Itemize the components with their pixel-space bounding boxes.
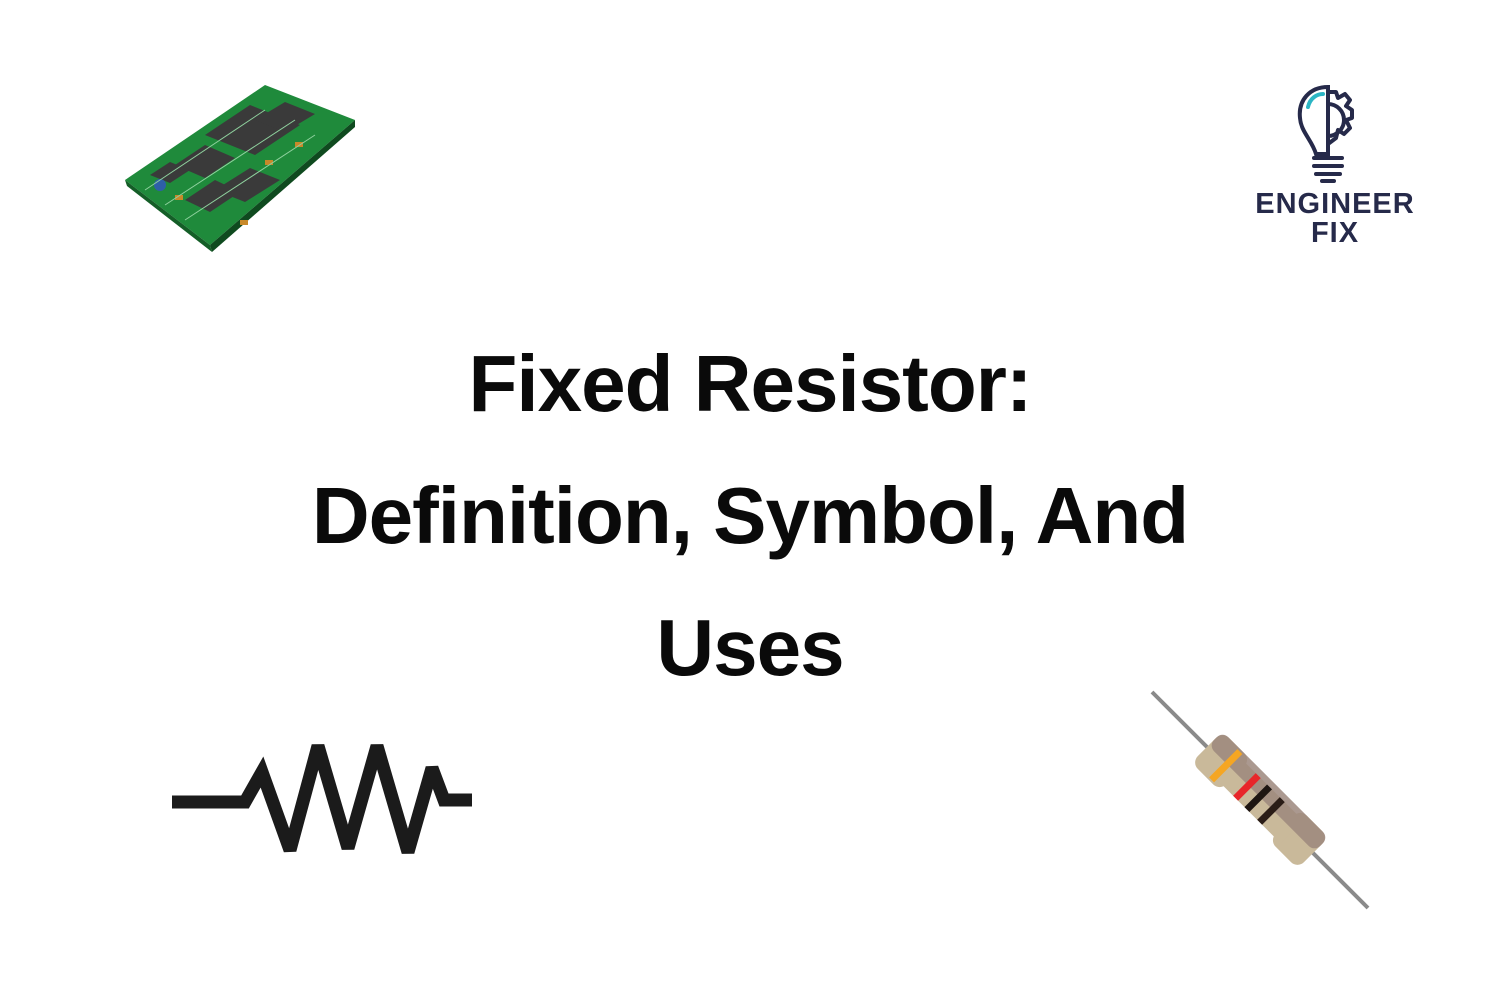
engineer-fix-logo-icon	[1297, 84, 1354, 183]
resistor-band	[1233, 773, 1261, 801]
title-line-3: Uses	[656, 603, 844, 692]
resistor-band	[1244, 784, 1273, 813]
title-line-2: Definition, Symbol, And	[311, 471, 1189, 560]
resistor-component-image	[1150, 690, 1370, 910]
circuit-board-image	[125, 85, 355, 252]
logo-wordmark: ENGINEER FIX	[1225, 190, 1445, 248]
resistor-symbol-icon	[172, 744, 472, 854]
page-title: Fixed Resistor: Definition, Symbol, And …	[0, 318, 1500, 714]
resistor-band	[1257, 797, 1285, 825]
logo-text-line1: ENGINEER	[1255, 188, 1415, 220]
logo-text-line2: FIX	[1310, 217, 1360, 249]
resistor-band	[1209, 749, 1243, 783]
title-line-1: Fixed Resistor:	[468, 339, 1033, 428]
